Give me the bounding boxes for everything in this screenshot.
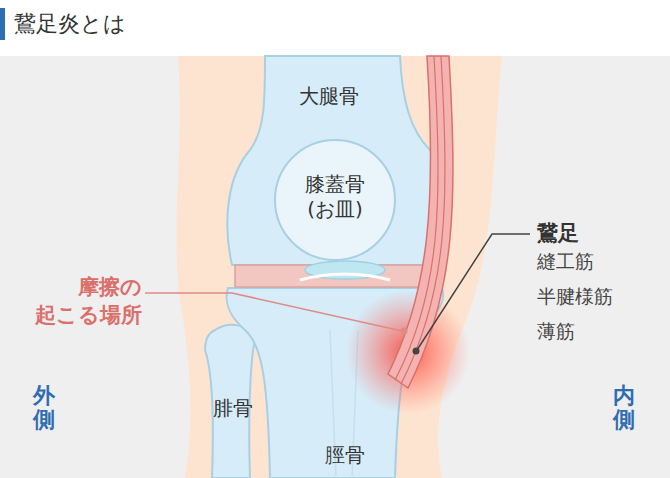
side-label: 外側	[33, 384, 55, 432]
page-title: 鵞足炎とは	[14, 9, 126, 39]
muscle-label: 薄筋	[537, 320, 575, 344]
pes-anserinus-label: 鵞足	[537, 220, 579, 246]
bone-label: 膝蓋骨 (お皿)	[297, 172, 373, 222]
side-label: 内側	[613, 384, 635, 432]
bone-label: 腓骨	[213, 396, 253, 421]
muscle-label: 半腱様筋	[537, 285, 613, 309]
muscle-label: 縫工筋	[537, 250, 594, 274]
bone-label: 脛骨	[325, 443, 365, 468]
bone-label: 大腿骨	[299, 84, 359, 109]
friction-label: 摩擦の 起こる場所	[22, 273, 142, 330]
